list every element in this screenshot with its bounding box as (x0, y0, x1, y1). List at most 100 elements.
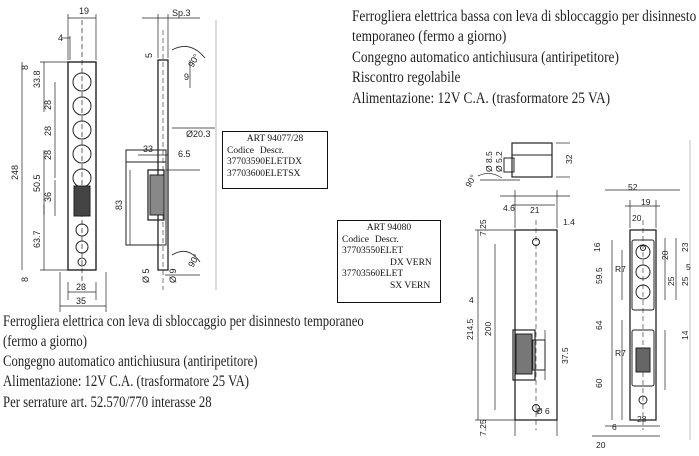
dim-5r: 5 (686, 262, 691, 272)
top-spec-line-3: Congegno automatico antichiusura (antiri… (352, 48, 619, 66)
art-table-1-title: ART 94077/28 (246, 134, 304, 144)
radius-r7a: R7 (615, 264, 626, 274)
dim-1-4: 1.4 (563, 217, 575, 227)
art-table-2-code: 37703560 (342, 269, 380, 280)
dim-14: 14 (680, 330, 690, 340)
dim-5-2: Ø 5.2 (494, 151, 504, 172)
dim-7-25b: 7.25 (478, 419, 488, 436)
art-table-2-row: 37703550 ELET (342, 246, 436, 258)
bottom-spec-line-4: Alimentazione: 12V C.A. (trasformatore 2… (3, 373, 250, 391)
dim-90b: 90° (186, 252, 202, 269)
dim-23: 23 (76, 282, 86, 292)
art-table-1-header-code: Codice (227, 145, 254, 156)
art-table-94077: ART 94077/28 Codice Descr. 37703590 ELET… (222, 131, 328, 189)
top-spec-line-1: Ferrogliera elettrica bassa con leva di … (352, 8, 697, 25)
dim-90a: 90° (186, 52, 202, 69)
right-faceplate-dimension-lines (592, 189, 680, 437)
dim-5: 5 (144, 53, 154, 58)
dim-25b: 25 (666, 276, 676, 286)
dim-23r: 23 (680, 242, 690, 252)
top-spec-text: Ferrogliera elettrica bassa con leva di … (352, 7, 696, 109)
dim-4-6: 4.6 (503, 203, 515, 213)
dim-90: 90° (463, 173, 478, 189)
art-table-2-title: ART 94080 (366, 223, 412, 233)
dim-sp3: Sp.3 (172, 8, 191, 18)
dim-20c: 20 (596, 440, 606, 450)
dim-9: 9 (184, 72, 189, 82)
art-table-94080: ART 94080 Codice Descr. 37703550 ELET DX… (337, 220, 441, 303)
dim-200: 200 (483, 322, 493, 336)
dim-28r: 28 (637, 414, 647, 424)
right-faceplate (629, 220, 657, 430)
dim-214-5: 214.5 (465, 318, 475, 340)
dim-8b: 8 (20, 277, 30, 282)
dim-6: Ø 6 (536, 406, 550, 416)
dim-4r: 4 (469, 295, 474, 305)
dim-20-3: Ø20.3 (186, 129, 211, 139)
art-table-1-header-descr: Descr. (259, 145, 284, 156)
dim-28b: 28 (43, 126, 53, 136)
dim-33: 33 (143, 144, 153, 154)
dim-19: 19 (79, 6, 89, 16)
top-spec-line-5: Alimentazione: 12V C.A. (trasformatore 2… (352, 89, 611, 107)
dim-20a: 20 (632, 213, 642, 223)
bottom-spec-text: Ferrogliera elettrica con leva di sblocc… (3, 312, 364, 413)
dim-5b: Ø 5 (141, 268, 151, 283)
dim-9b: Ø 9 (168, 268, 178, 283)
art-table-1-descr: ELETSX (265, 168, 301, 179)
art-table-2-descr: ELET (380, 246, 404, 257)
dim-7-25a: 7.25 (478, 219, 488, 236)
top-spec-line-2: temporaneo (fermo a giorno) (352, 28, 507, 46)
art-table-2-header-code: Codice (342, 234, 369, 245)
left-faceplate-front (67, 20, 97, 290)
dim-8a: 8 (20, 65, 30, 70)
art-table-2-header-descr: Descr. (374, 234, 399, 245)
dim-50-5: 50.5 (32, 174, 42, 192)
left-dimension-labels: 19 4 Sp.3 5 90° 9 Ø20.3 33 6.5 83 90° Ø … (10, 6, 211, 306)
dim-63-7: 63.7 (32, 230, 42, 248)
dim-16: 16 (592, 242, 602, 252)
dim-32: 32 (564, 154, 574, 164)
art-table-1-code: 37703600 (227, 168, 265, 179)
art-table-1-row: 37703600 ELETSX (227, 169, 323, 181)
art-table-2-row: SX VERN (342, 281, 436, 293)
dim-59-5: 59.5 (594, 267, 604, 284)
dim-36: 36 (43, 192, 53, 202)
dim-248: 248 (10, 165, 20, 180)
left-dimension-lines (21, 14, 107, 312)
art-table-1-descr: ELETDX (265, 157, 302, 168)
dim-60: 60 (594, 378, 604, 388)
bottom-spec-line-1: Ferrogliera elettrica con leva di sblocc… (3, 313, 364, 330)
art-table-2-header: Codice Descr. (342, 235, 436, 247)
right-strike-plate (512, 220, 558, 430)
dim-4: 4 (58, 33, 63, 43)
dim-28c: 28 (43, 150, 53, 160)
radius-r7b: R7 (615, 348, 626, 358)
dim-33-8: 33.8 (32, 70, 42, 88)
art-table-1-code: 37703590 (227, 157, 265, 168)
dim-6-5: 6.5 (178, 149, 191, 159)
right-dimension-labels: Ø 8.5 Ø 5.2 32 90° 52 4.6 21 1.4 19 20 7… (463, 151, 691, 450)
art-table-2-descr: ELET (380, 269, 404, 280)
bottom-spec-line-5: Per serrature art. 52.570/770 interasse … (3, 393, 212, 411)
bottom-spec-line-2: (fermo a giorno) (3, 333, 87, 351)
dim-35: 35 (76, 296, 86, 306)
art-table-2-row: 37703560 ELET (342, 269, 436, 281)
dim-21: 21 (530, 205, 540, 215)
bottom-spec-line-3: Congegno automatico antichiusura (antiri… (3, 353, 258, 371)
dim-8-5: Ø 8.5 (484, 151, 494, 172)
dim-52: 52 (628, 182, 638, 192)
dim-6b: 6 (612, 422, 617, 432)
art-table-2-row: DX VERN (342, 258, 436, 270)
art-table-1-row: 37703590 ELETDX (227, 157, 323, 169)
dim-37-5: 37.5 (560, 347, 570, 364)
dim-20b: 20 (660, 250, 670, 260)
top-spec-line-4: Riscontro regolabile (352, 69, 461, 87)
right-strike-dimension-lines (475, 190, 570, 436)
right-top-detail (477, 142, 570, 181)
dim-83: 83 (114, 200, 124, 210)
dim-64: 64 (594, 320, 604, 330)
art-table-2-descr: DX VERN (390, 257, 432, 268)
left-side-dimension-lines (129, 14, 200, 276)
